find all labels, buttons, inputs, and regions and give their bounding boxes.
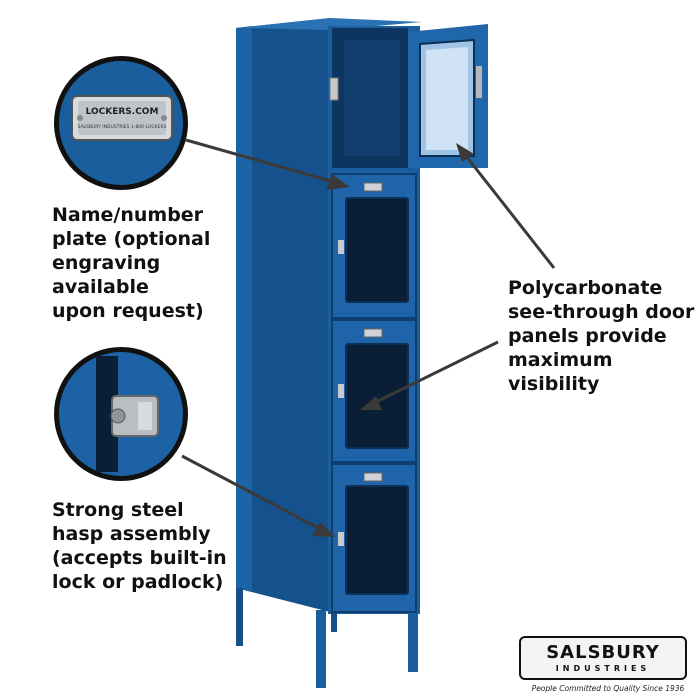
locker-leg-front-right xyxy=(408,612,418,672)
locker-leg-back-right xyxy=(331,610,337,632)
arrowhead xyxy=(360,396,382,410)
locker-door-3 xyxy=(331,319,417,463)
arrow-panel xyxy=(371,340,499,406)
arrow-hasp xyxy=(181,454,323,532)
door-window xyxy=(345,485,409,595)
number-plate xyxy=(363,328,383,338)
arrow-name-plate xyxy=(185,138,335,184)
open-door-hinge xyxy=(476,66,482,98)
locker-illustration xyxy=(236,18,488,688)
polycarbonate-panel-caption: Polycarbonate see-through door panels pr… xyxy=(508,277,695,395)
callout-arrows xyxy=(181,138,556,537)
door-lock xyxy=(338,240,344,254)
logo-name: SALSBURY xyxy=(546,642,660,663)
locker-side-shade xyxy=(236,26,252,592)
brand-tagline: People Committed to Quality Since 1936 xyxy=(531,684,685,693)
plate-line-text: SALSBURY INDUSTRIES 1-800-LOCKERS xyxy=(78,124,167,130)
locker-door-4 xyxy=(331,463,417,613)
brand-logo: SALSBURY INDUSTRIES xyxy=(519,636,689,682)
arrowhead xyxy=(326,174,350,190)
name-plate-callout-circle: LOCKERS.COM SALSBURY INDUSTRIES 1-800-LO… xyxy=(54,56,188,190)
door-lock xyxy=(338,532,344,546)
locker-top xyxy=(236,18,422,30)
open-compartment-back xyxy=(344,40,400,156)
logo-subtitle: INDUSTRIES xyxy=(555,664,651,673)
arrowhead xyxy=(312,522,336,537)
locker-leg-front-left xyxy=(316,610,326,688)
open-door-glass xyxy=(426,47,468,150)
door-window xyxy=(345,197,409,303)
locker-side-panel xyxy=(236,18,330,612)
hasp-callout-circle xyxy=(54,347,188,481)
hasp-assembly-caption: Strong steel hasp assembly (accepts buil… xyxy=(52,499,227,593)
plate-brand-text: LOCKERS.COM xyxy=(86,107,159,117)
door-window xyxy=(345,343,409,449)
number-plate xyxy=(363,182,383,192)
frame-hasp xyxy=(329,77,339,101)
locker-leg-back-left xyxy=(236,588,243,646)
arrowhead xyxy=(456,143,474,162)
locker-door-2 xyxy=(331,173,417,319)
number-plate xyxy=(363,472,383,482)
name-plate-caption: Name/number plate (optional engraving av… xyxy=(52,204,211,322)
arrow-open-door xyxy=(464,155,556,269)
logo-border xyxy=(519,636,687,680)
door-lock xyxy=(338,384,344,398)
